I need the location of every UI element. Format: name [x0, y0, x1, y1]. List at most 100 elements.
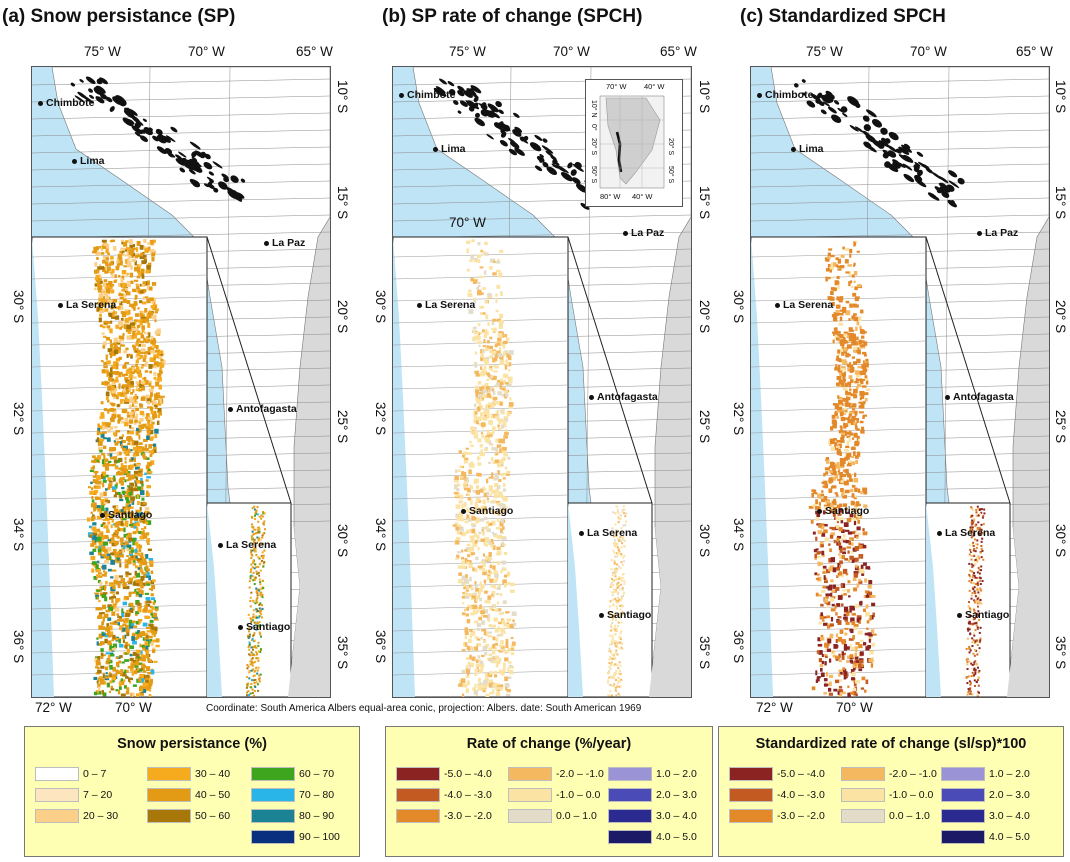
lat-tick: 35° S	[697, 636, 712, 670]
legend-swatch	[941, 809, 985, 823]
legend-item: -4.0 – -3.0	[396, 788, 492, 805]
city-label: Lima	[72, 155, 105, 167]
locator-tick: 0°	[590, 124, 597, 131]
legend-swatch	[396, 809, 440, 823]
legend-swatch	[608, 830, 652, 844]
legend-item: 3.0 – 4.0	[608, 809, 697, 826]
lat-tick: 32° S	[11, 402, 26, 436]
lat-tick: 15° S	[697, 186, 712, 220]
legend-item: 70 – 80	[251, 788, 334, 805]
legend-label: 3.0 – 4.0	[989, 810, 1030, 822]
legend-title: Snow persistance (%)	[117, 736, 267, 752]
lat-tick: 36° S	[731, 630, 746, 664]
lat-tick: 30° S	[11, 290, 26, 324]
locator-tick: 40° W	[644, 82, 665, 91]
locator-tick: 50° S	[667, 166, 674, 184]
legend-label: 90 – 100	[299, 831, 340, 843]
map-c-graphic	[751, 67, 1049, 697]
legend-item: -3.0 – -2.0	[729, 809, 825, 826]
detail-box	[567, 502, 653, 697]
locator-tick: 70° W	[606, 82, 627, 91]
legend-item: 0.0 – 1.0	[841, 809, 930, 826]
legend-swatch	[35, 809, 79, 823]
legend-label: 40 – 50	[195, 789, 231, 801]
legend-item: 30 – 40	[147, 767, 230, 784]
legend-label: -4.0 – -3.0	[444, 789, 492, 801]
legend-item: 90 – 100	[251, 830, 340, 847]
map-a: Chimbote Lima La Paz La Serena Antofagas…	[31, 66, 331, 698]
legend-swatch	[35, 767, 79, 781]
lat-tick: 30° S	[697, 524, 712, 558]
lat-tick: 15° S	[1053, 186, 1068, 220]
legend-item: -3.0 – -2.0	[396, 809, 492, 826]
map-a-graphic	[32, 67, 330, 697]
legend-swatch	[941, 788, 985, 802]
lat-tick: 15° S	[335, 186, 350, 220]
legend-item: 2.0 – 3.0	[941, 788, 1030, 805]
lon-tick: 72° W	[756, 700, 793, 715]
legend-swatch	[508, 788, 552, 802]
city-label: Santiago	[599, 609, 651, 621]
legend-swatch	[508, 767, 552, 781]
legend-swatch	[841, 809, 885, 823]
city-label: Chimbote	[399, 89, 455, 101]
lat-tick: 10° S	[335, 80, 350, 114]
city-label: Santiago	[100, 509, 152, 521]
lat-tick: 30° S	[1053, 524, 1068, 558]
legend-swatch	[608, 788, 652, 802]
legend-label: 7 – 20	[83, 789, 113, 801]
legend-item: -5.0 – -4.0	[396, 767, 492, 784]
lat-tick: 35° S	[1053, 636, 1068, 670]
legend-label: 0.0 – 1.0	[889, 810, 930, 822]
city-label: La Serena	[218, 539, 276, 551]
legend-item: 1.0 – 2.0	[608, 767, 697, 784]
lat-tick: 36° S	[11, 630, 26, 664]
legend-item: 60 – 70	[251, 767, 334, 784]
legend-swatch	[251, 830, 295, 844]
legend-swatch	[608, 809, 652, 823]
neighbor-land	[288, 527, 330, 697]
city-label: La Serena	[58, 299, 116, 311]
locator-tick: 10° N	[590, 100, 597, 118]
city-label: La Paz	[623, 227, 664, 239]
legend-swatch	[729, 767, 773, 781]
legend-swatch	[941, 767, 985, 781]
legend-title: Standardized rate of change (sl/sp)*100	[755, 736, 1027, 752]
legend-label: -5.0 – -4.0	[444, 768, 492, 780]
legend-item: 40 – 50	[147, 788, 230, 805]
legend-label: 1.0 – 2.0	[656, 768, 697, 780]
lat-tick: 34° S	[373, 518, 388, 552]
legend-item: 20 – 30	[35, 809, 118, 826]
legend-swatch	[147, 767, 191, 781]
lat-tick: 10° S	[697, 80, 712, 114]
coordinate-note: Coordinate: South America Albers equal-a…	[206, 703, 642, 714]
glacier-patches	[793, 79, 965, 208]
panel-b-title: (b) SP rate of change (SPCH)	[382, 6, 643, 27]
legend-label: -3.0 – -2.0	[444, 810, 492, 822]
city-label: La Serena	[417, 299, 475, 311]
lon-tick: 65° W	[296, 44, 333, 59]
city-label: Lima	[433, 143, 466, 155]
legend-item: -1.0 – 0.0	[841, 788, 933, 805]
legend-swatch	[841, 767, 885, 781]
legend-swatch	[251, 767, 295, 781]
legend-label: -1.0 – 0.0	[889, 789, 934, 801]
lat-tick: 25° S	[697, 410, 712, 444]
locator-graphic	[599, 95, 665, 189]
legend-swatch	[251, 809, 295, 823]
legend-swatch	[251, 788, 295, 802]
city-label: Santiago	[817, 505, 869, 517]
legend-item: 7 – 20	[35, 788, 112, 805]
locator-tick: 20° S	[667, 138, 674, 156]
legend-item: 0 – 7	[35, 767, 106, 784]
city-label: La Serena	[579, 527, 637, 539]
lon-tick: 65° W	[1016, 44, 1053, 59]
city-label: La Serena	[775, 299, 833, 311]
panel-a-title: (a) Snow persistance (SP)	[2, 6, 236, 27]
legend-label: 20 – 30	[83, 810, 119, 822]
city-label: Antofagasta	[228, 403, 297, 415]
legend-item: 0.0 – 1.0	[508, 809, 597, 826]
map-b-graphic	[393, 67, 691, 697]
legend-standardized-rate: Standardized rate of change (sl/sp)*100 …	[718, 726, 1064, 857]
legend-label: 50 – 60	[195, 810, 231, 822]
